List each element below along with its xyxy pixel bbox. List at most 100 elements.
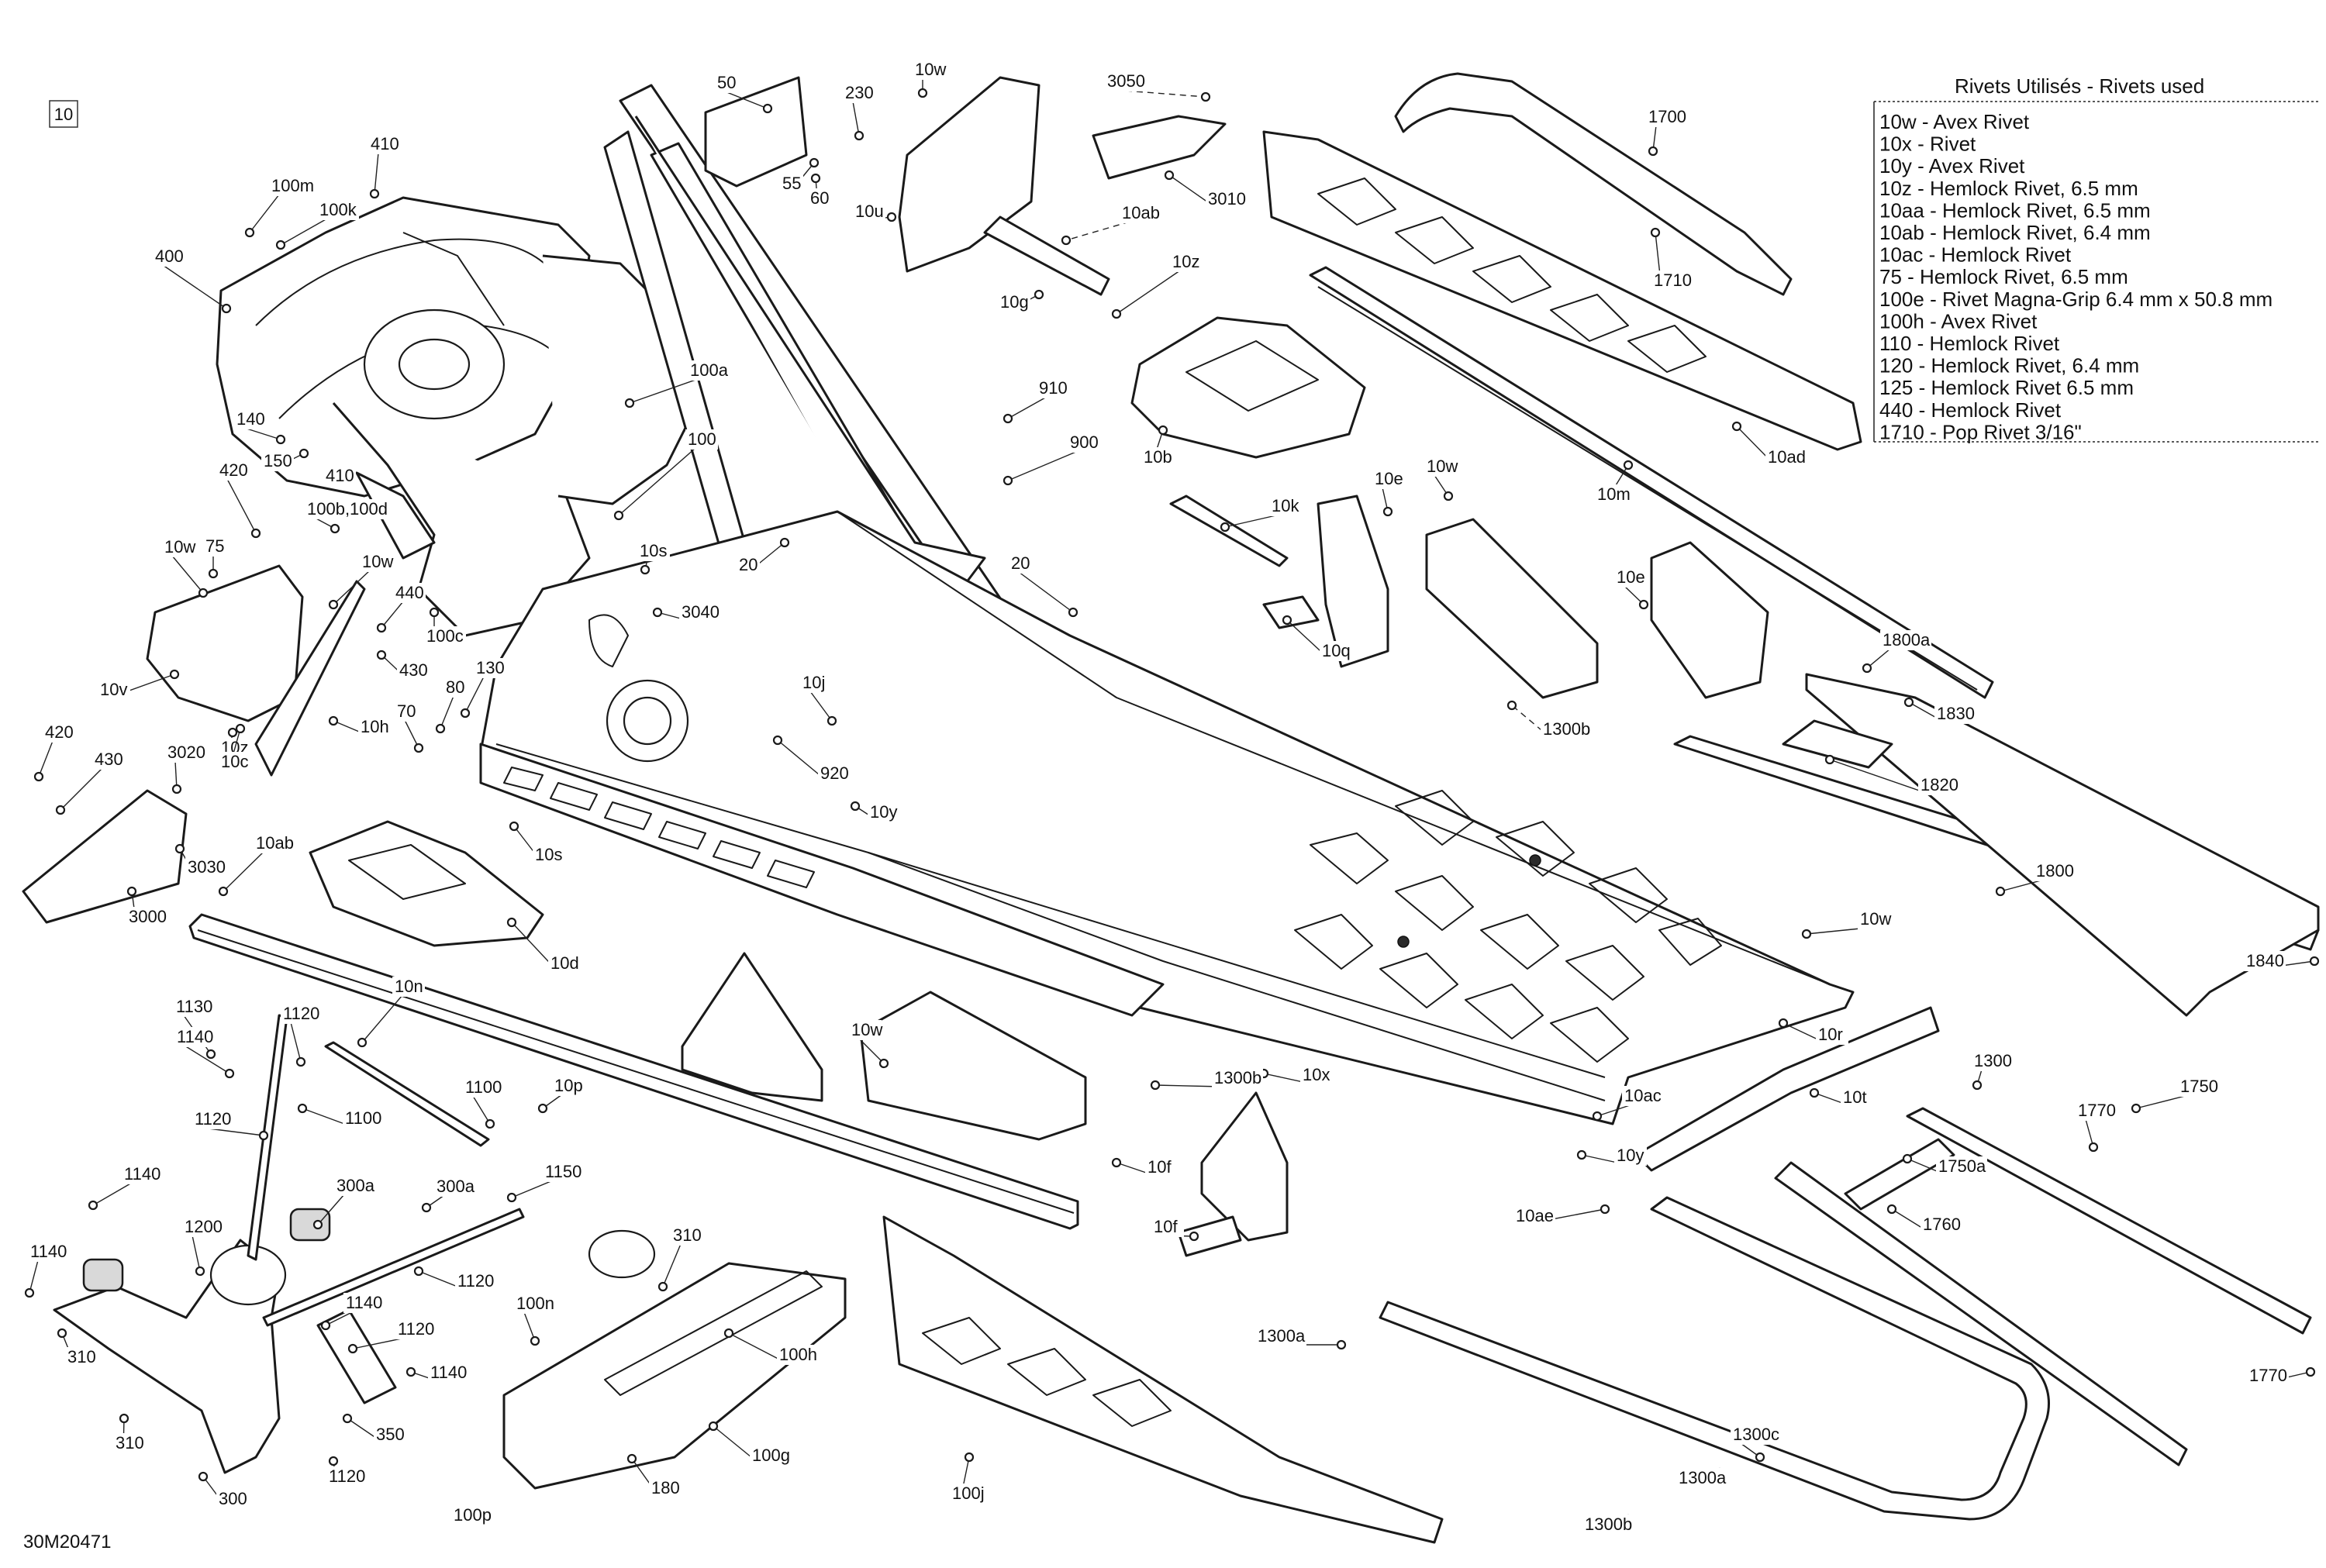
fastener bbox=[613, 510, 624, 521]
callout-label-bg bbox=[474, 658, 506, 678]
left-brackets bbox=[22, 564, 366, 924]
callout-label-bg bbox=[174, 1027, 216, 1047]
fastener bbox=[1623, 460, 1634, 470]
callout-label: 10e bbox=[1375, 469, 1403, 488]
callout-leader bbox=[511, 1180, 554, 1198]
fastener bbox=[198, 1471, 209, 1482]
callout-label: 1300b bbox=[1585, 1515, 1632, 1534]
fastener bbox=[347, 1343, 358, 1354]
callout-label: 1130 bbox=[176, 997, 212, 1016]
callout-label-bg bbox=[685, 429, 718, 450]
callout-label: 1800a bbox=[1883, 630, 1931, 650]
fastener bbox=[250, 528, 261, 539]
callout-label-bg bbox=[1541, 719, 1592, 739]
fastener bbox=[1972, 1080, 1983, 1091]
callout-label-bg bbox=[65, 1347, 98, 1367]
callout-label-bg bbox=[808, 188, 831, 208]
fastener bbox=[376, 622, 387, 633]
callout-label: 1120 bbox=[329, 1466, 365, 1486]
fastener bbox=[827, 715, 837, 726]
callout-leader bbox=[2000, 879, 2045, 892]
callout-label: 1830 bbox=[1937, 704, 1975, 723]
fastener bbox=[88, 1200, 98, 1211]
callout-label-bg bbox=[2178, 1077, 2220, 1097]
fastener bbox=[1903, 697, 1914, 708]
fastener bbox=[328, 1456, 339, 1466]
rivet-legend: Rivets Utilisés - Rivets used 10w - Avex… bbox=[1873, 74, 2318, 443]
fastener bbox=[1592, 1111, 1603, 1122]
fastener bbox=[1801, 929, 1812, 939]
callout-label: 900 bbox=[1070, 432, 1099, 452]
callout-label-bg bbox=[122, 1164, 164, 1184]
fastener bbox=[1824, 754, 1835, 765]
fastener bbox=[964, 1452, 975, 1463]
callout-label-bg bbox=[98, 680, 130, 700]
callout-label-bg bbox=[1622, 1086, 1664, 1106]
lower-side-panel bbox=[479, 743, 1165, 1017]
callout-label: 10h bbox=[361, 717, 389, 736]
callout-label-bg bbox=[1212, 1068, 1263, 1088]
callout-label-bg bbox=[1731, 1425, 1782, 1445]
callout-label-bg bbox=[868, 802, 900, 822]
page-ref-number: 10 bbox=[54, 105, 73, 124]
callout-label: 1120 bbox=[283, 1004, 319, 1023]
callout-leader bbox=[374, 152, 379, 195]
fastener bbox=[221, 303, 232, 314]
fastener bbox=[1158, 425, 1168, 436]
fastener bbox=[723, 1328, 734, 1339]
callout-leader bbox=[60, 767, 103, 811]
plate-10b bbox=[1130, 316, 1366, 459]
callout-leader bbox=[317, 1194, 345, 1225]
callout-label-bg bbox=[323, 466, 356, 486]
callout-label: 20 bbox=[1011, 553, 1030, 573]
fastener bbox=[1220, 522, 1230, 532]
callout-label: 1770 bbox=[2078, 1101, 2116, 1120]
fastener bbox=[57, 1328, 67, 1339]
callout-leader bbox=[381, 601, 404, 629]
fastener bbox=[195, 1266, 205, 1277]
fastener bbox=[24, 1287, 35, 1298]
callout-label-bg bbox=[162, 537, 195, 557]
callout-label: 1800 bbox=[2036, 861, 2074, 880]
callout-label-bg bbox=[343, 1293, 385, 1313]
callout-label: 410 bbox=[326, 466, 354, 485]
callout-label: 10b bbox=[1144, 447, 1172, 467]
callout-label-bg bbox=[777, 1345, 819, 1365]
callout-label-bg bbox=[688, 360, 730, 381]
callout-leader bbox=[1829, 759, 1929, 794]
callout-label-bg bbox=[192, 1109, 234, 1129]
callout-label: 10s bbox=[640, 541, 667, 560]
callout-leader bbox=[171, 555, 204, 594]
callout-label: 100j bbox=[952, 1484, 985, 1503]
callout-label-bg bbox=[113, 1433, 146, 1453]
callout-leader bbox=[1116, 270, 1181, 315]
legend-row: 110 - Hemlock Rivet bbox=[1879, 332, 2060, 355]
callout-label: 10ab bbox=[256, 833, 294, 853]
fastener bbox=[55, 805, 66, 815]
front-suspension bbox=[53, 1014, 525, 1474]
callout-label-bg bbox=[552, 1076, 585, 1096]
callout-label: 420 bbox=[219, 460, 248, 480]
callout-label: 1200 bbox=[185, 1217, 223, 1236]
callout-label: 3050 bbox=[1107, 71, 1145, 91]
callout-leader bbox=[1596, 1104, 1633, 1117]
fastener bbox=[218, 886, 229, 897]
callout-label: 10ae bbox=[1516, 1206, 1554, 1225]
callout-label: 440 bbox=[395, 583, 424, 602]
callout-label-bg bbox=[649, 1478, 682, 1498]
callout-label: 1140 bbox=[430, 1363, 467, 1382]
callout-label-bg bbox=[1206, 189, 1248, 209]
callout-label-bg bbox=[395, 1319, 437, 1339]
fastener bbox=[1576, 1149, 1587, 1160]
fastener bbox=[224, 1068, 235, 1079]
callout-label-bg bbox=[343, 1108, 385, 1129]
fastener bbox=[275, 240, 286, 250]
callout-label-bg bbox=[463, 1077, 505, 1098]
fastener bbox=[295, 1056, 306, 1067]
callout-label: 100p bbox=[454, 1505, 492, 1525]
callout-label: 1120 bbox=[457, 1271, 494, 1291]
legend-row: 75 - Hemlock Rivet, 6.5 mm bbox=[1879, 265, 2128, 288]
fastener bbox=[205, 1049, 216, 1060]
fastener bbox=[624, 398, 635, 408]
fastener bbox=[1068, 607, 1078, 618]
